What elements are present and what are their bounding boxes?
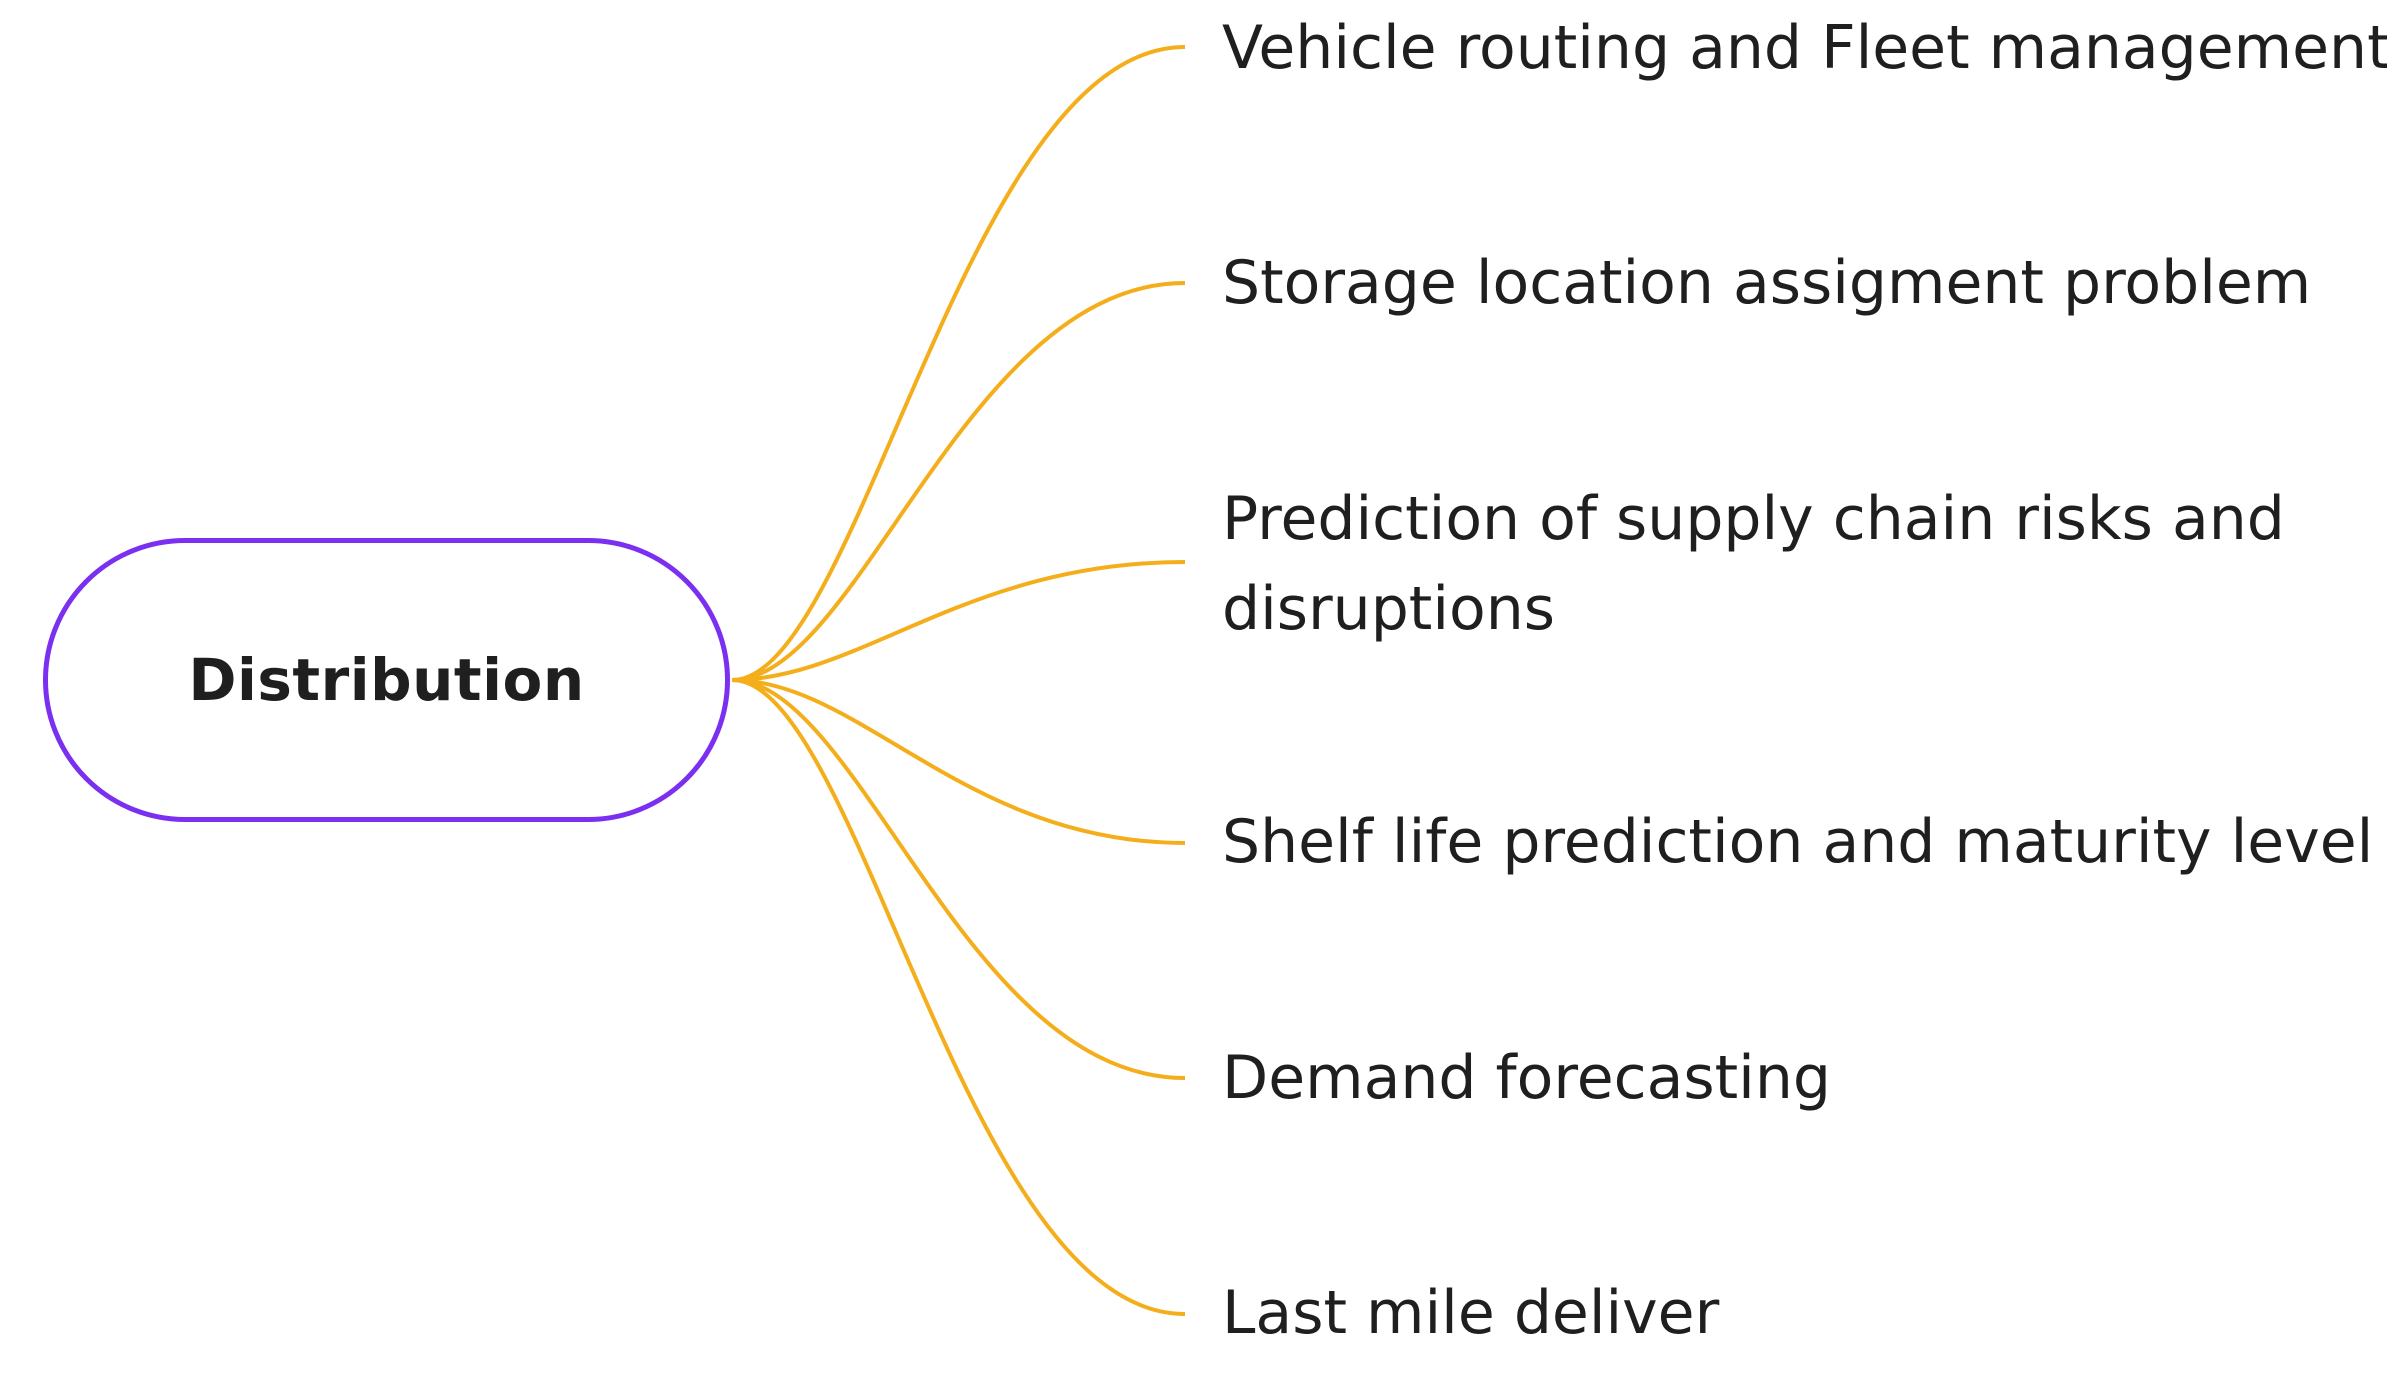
connector-line bbox=[731, 281, 1186, 682]
branch-label-vehicle-routing: Vehicle routing and Fleet management bbox=[1222, 13, 2387, 83]
connector-line bbox=[731, 45, 1186, 682]
branch-label-demand-forecasting: Demand forecasting bbox=[1222, 1043, 1831, 1113]
branch-label-storage-location: Storage location assigment problem bbox=[1222, 248, 2312, 318]
root-node: Distribution bbox=[43, 538, 730, 822]
connector-line bbox=[731, 560, 1186, 682]
connector-line bbox=[731, 678, 1186, 845]
connector-line bbox=[731, 678, 1186, 1316]
branch-label-supply-chain-risks: Prediction of supply chain risks and dis… bbox=[1222, 484, 2285, 644]
connector-line bbox=[731, 678, 1186, 1080]
branch-label-shelf-life: Shelf life prediction and maturity level bbox=[1222, 807, 2374, 877]
branch-label-last-mile: Last mile deliver bbox=[1222, 1278, 1720, 1348]
root-label: Distribution bbox=[188, 646, 585, 714]
